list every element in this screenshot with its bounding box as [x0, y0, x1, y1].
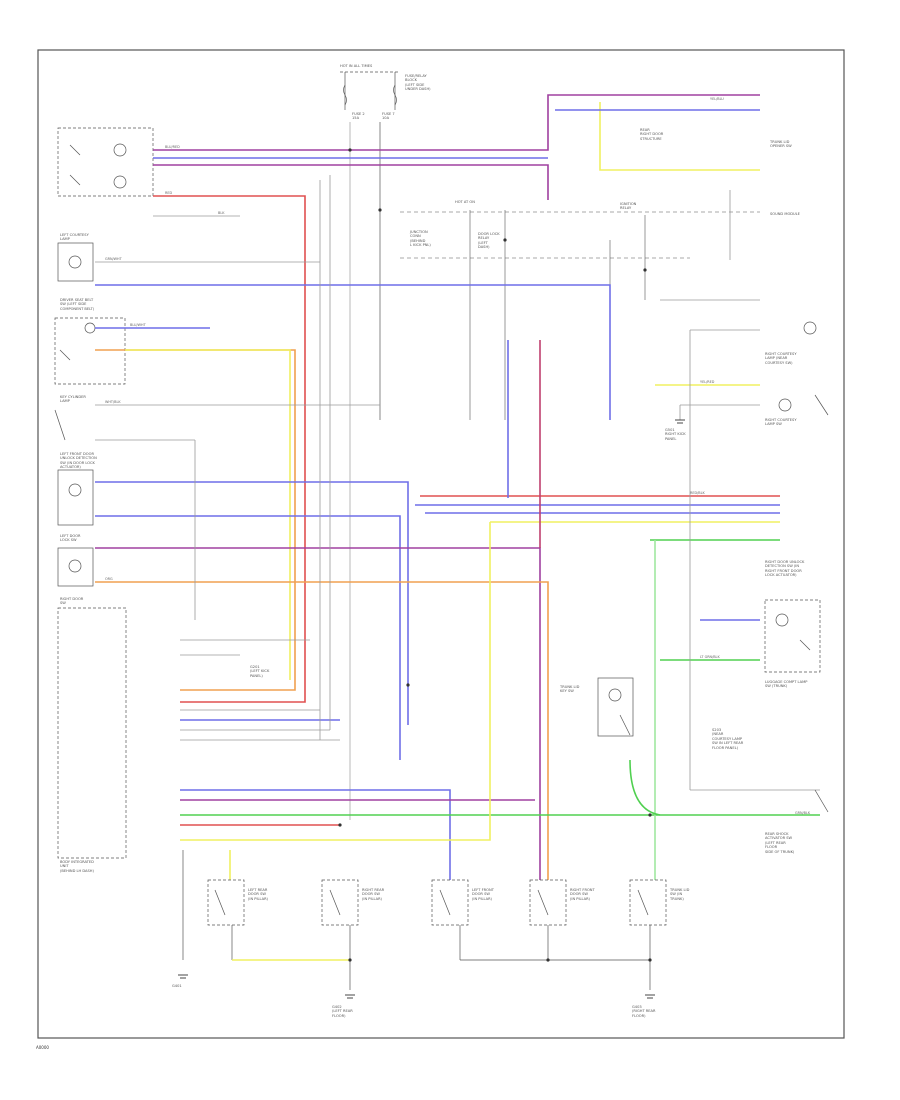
label-hot-at-on: HOT AT ON: [455, 200, 475, 204]
wire-label-red: RED: [165, 191, 173, 195]
wire-yellow-2: [125, 349, 291, 680]
label-right-front-sw: RIGHT FRONT DOOR SW (IN PILLAR): [570, 888, 595, 901]
wire-label-org: ORG: [105, 577, 113, 581]
label-trunk-sw: TRUNK LID SW (IN TRUNK): [670, 888, 690, 901]
right-components: [597, 321, 829, 813]
wire-violet-3: [95, 547, 541, 880]
wire-blue-5: [95, 515, 401, 760]
label-fuse-left: FUSE 2 15A: [352, 112, 365, 121]
label-left-door: LEFT DOOR LOCK SW: [60, 534, 81, 543]
label-right-courtesy: RIGHT COURTESY LAMP (NEAR COURTESY SW): [765, 352, 797, 365]
label-joint-conn-left: JUNCTION CONN (BEHIND L KICK PNL): [410, 230, 431, 248]
label-ground-left: G201 (LEFT KICK PANEL): [250, 665, 270, 678]
wire-bundle: [95, 94, 820, 880]
wire-yellow-top: [599, 102, 760, 171]
gray-wires: [95, 175, 820, 791]
label-ecu: BODY INTEGRATED UNIT (BEHIND LH DASH): [60, 860, 94, 873]
label-key-cyl-lamp: KEY CYLINDER LAMP: [60, 395, 86, 404]
left-switch-block: [54, 127, 154, 859]
wire-blue-4: [95, 481, 409, 725]
label-gnd-left: G401: [172, 984, 182, 988]
wire-yellow-4: [180, 522, 491, 841]
label-left-front-door: LEFT FRONT DOOR UNLOCK DETECTION SW (IN …: [60, 452, 97, 470]
wire-label-lt-grn: LT GRN/BLK: [700, 655, 720, 659]
wire-label-grn-wht: GRN/WHT: [105, 257, 122, 261]
wire-green-4: [629, 759, 661, 816]
label-gnd-mid: G402 (LEFT REAR FLOOR): [332, 1005, 353, 1018]
label-rear-door-sw: RIGHT DOOR SW: [60, 597, 84, 606]
wire-red-top: [153, 195, 306, 703]
label-left-rear-door: LEFT REAR DOOR SW (IN PILLAR): [248, 888, 268, 901]
label-driver-door-lock: DRIVER SEAT BELT SW (LEFT SIDE COMPONENT…: [60, 298, 95, 311]
wire-blue-9: [180, 789, 451, 880]
wire-label-wht-blk: WHT/BLK: [105, 400, 121, 404]
label-sound-module: SOUND MODULE: [770, 212, 800, 216]
label-gnd-right: G403 (RIGHT REAR FLOOR): [632, 1005, 656, 1018]
label-hot-in-all-times: HOT IN ALL TIMES: [340, 64, 373, 68]
label-fuse-right: FUSE 7 10A: [382, 112, 395, 121]
wire-violet-2: [153, 164, 549, 200]
label-right-rear-door: RIGHT REAR DOOR SW (IN PILLAR): [362, 888, 385, 901]
diagram-frame: [37, 49, 845, 1039]
bottom-switches: [182, 850, 667, 990]
wire-violet-top: [153, 94, 760, 151]
fuse-block-top: [340, 71, 400, 820]
wire-label-yel-red: YEL/RED: [700, 380, 715, 384]
label-rear-sw-right: REAR SHOCK ACTIVATOR SW (LEFT REAR FLOOR…: [765, 832, 795, 854]
label-rear-right-lamp: REAR RIGHT DOOR STRUCTURE: [640, 128, 664, 141]
label-left-front-sw: LEFT FRONT DOOR SW (IN PILLAR): [472, 888, 494, 901]
label-ignition-relay: IGNITION RELAY: [620, 202, 637, 211]
reference-code: A0000: [36, 1045, 49, 1050]
wire-label-blu-wht: BLU/WHT: [130, 323, 146, 327]
label-luggage-lamp: LUGGAGE COMPT LAMP SW (TRUNK): [765, 680, 808, 689]
splice-dots: [338, 148, 652, 962]
wire-orange-2: [95, 581, 549, 880]
label-right-sw-cluster: RIGHT DOOR UNLOCK DETECTION SW (IN RIGHT…: [765, 560, 805, 578]
label-left-horn-relay: LEFT COURTESY LAMP: [60, 233, 89, 242]
wire-label-yel-blu: YEL/BLU: [710, 97, 724, 101]
label-trunk-lid-switch: TRUNK LID OPENER SW: [770, 140, 792, 149]
ground-symbols: [178, 419, 685, 999]
label-relay-cluster-right: S203 (NEAR COURTESY LAMP SW IN LEFT REAR…: [712, 728, 744, 750]
wire-blue-2: [95, 284, 611, 420]
wire-label-blu-red: BLU/RED: [165, 145, 180, 149]
label-trunk-key-sw: TRUNK LID KEY SW: [560, 685, 580, 694]
wire-label-red-blk: RED/BLK: [690, 491, 705, 495]
wire-label-grn-blk: GRN/BLK: [795, 811, 811, 815]
label-door-lock-relay: DOOR LOCK RELAY (LEFT DASH): [478, 232, 500, 250]
label-fuse-box-top: FUSE/RELAY BLOCK (LEFT SIDE UNDER DASH): [405, 74, 431, 92]
label-ground-right-top: G501 RIGHT KICK PANEL: [665, 428, 686, 441]
relay-box: [400, 210, 760, 420]
label-courtesy-sw-right: RIGHT COURTESY LAMP SW: [765, 418, 797, 427]
wire-label-blk: BLK: [218, 211, 225, 215]
